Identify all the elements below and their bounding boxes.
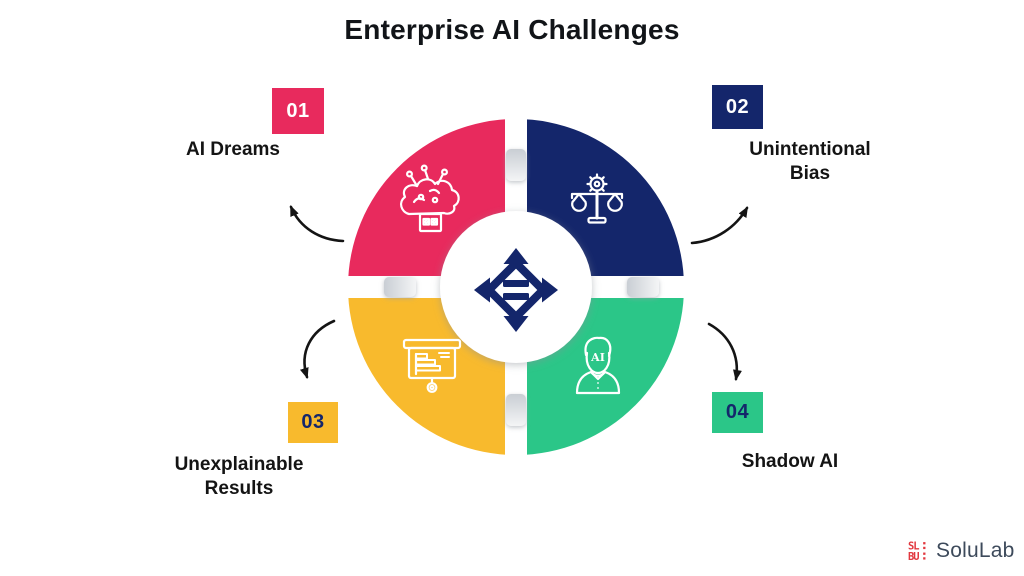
presentation-chart-icon [402,338,462,393]
connector-tab-bottom [506,394,526,426]
page-title: Enterprise AI Challenges [344,14,680,45]
curved-arrow-bottom-right [707,322,742,381]
four-way-arrows-equals-icon [474,248,558,332]
connector-tab-right [627,277,659,297]
person-ai-icon-text: AI [590,351,605,364]
label-unexplainable-results: Unexplainable Results [174,454,304,500]
brain-circuit-icon [399,164,460,233]
pointer-arrows [289,205,749,381]
label-unintentional-bias: Unintentional Bias [749,139,871,185]
quadrant-02-unintentional-bias [516,119,684,287]
step-badge-02: 02 [712,85,763,129]
svg-text:BU: BU [908,550,919,562]
label-shadow-ai: Shadow AI [741,451,839,472]
solulab-logo: SL BU SoluLab [908,539,1014,563]
step-number-03: 03 [301,411,325,433]
step-badge-03: 03 [288,402,338,443]
step-number-04: 04 [725,401,750,423]
person-ai-icon: AI [575,336,621,395]
step-badge-01: 01 [272,88,324,134]
solulab-logo-text: SoluLab [936,539,1015,562]
svg-text:SL: SL [908,540,919,552]
solulab-logo-mark-icon: SL BU [908,540,926,562]
connector-tab-top [506,149,526,181]
quadrant-04-shadow-ai [516,287,684,455]
curved-arrow-bottom-left [299,319,336,379]
quadrant-01-ai-dreams [348,119,516,287]
step-number-02: 02 [725,95,750,118]
curved-arrow-top-left [289,205,345,243]
curved-arrow-top-right [690,206,749,245]
step-number-01: 01 [286,99,310,122]
step-badge-04: 04 [712,392,763,433]
connector-tab-left [384,277,416,297]
balance-scale-icon [570,173,624,224]
label-ai-dreams: AI Dreams [186,139,280,160]
